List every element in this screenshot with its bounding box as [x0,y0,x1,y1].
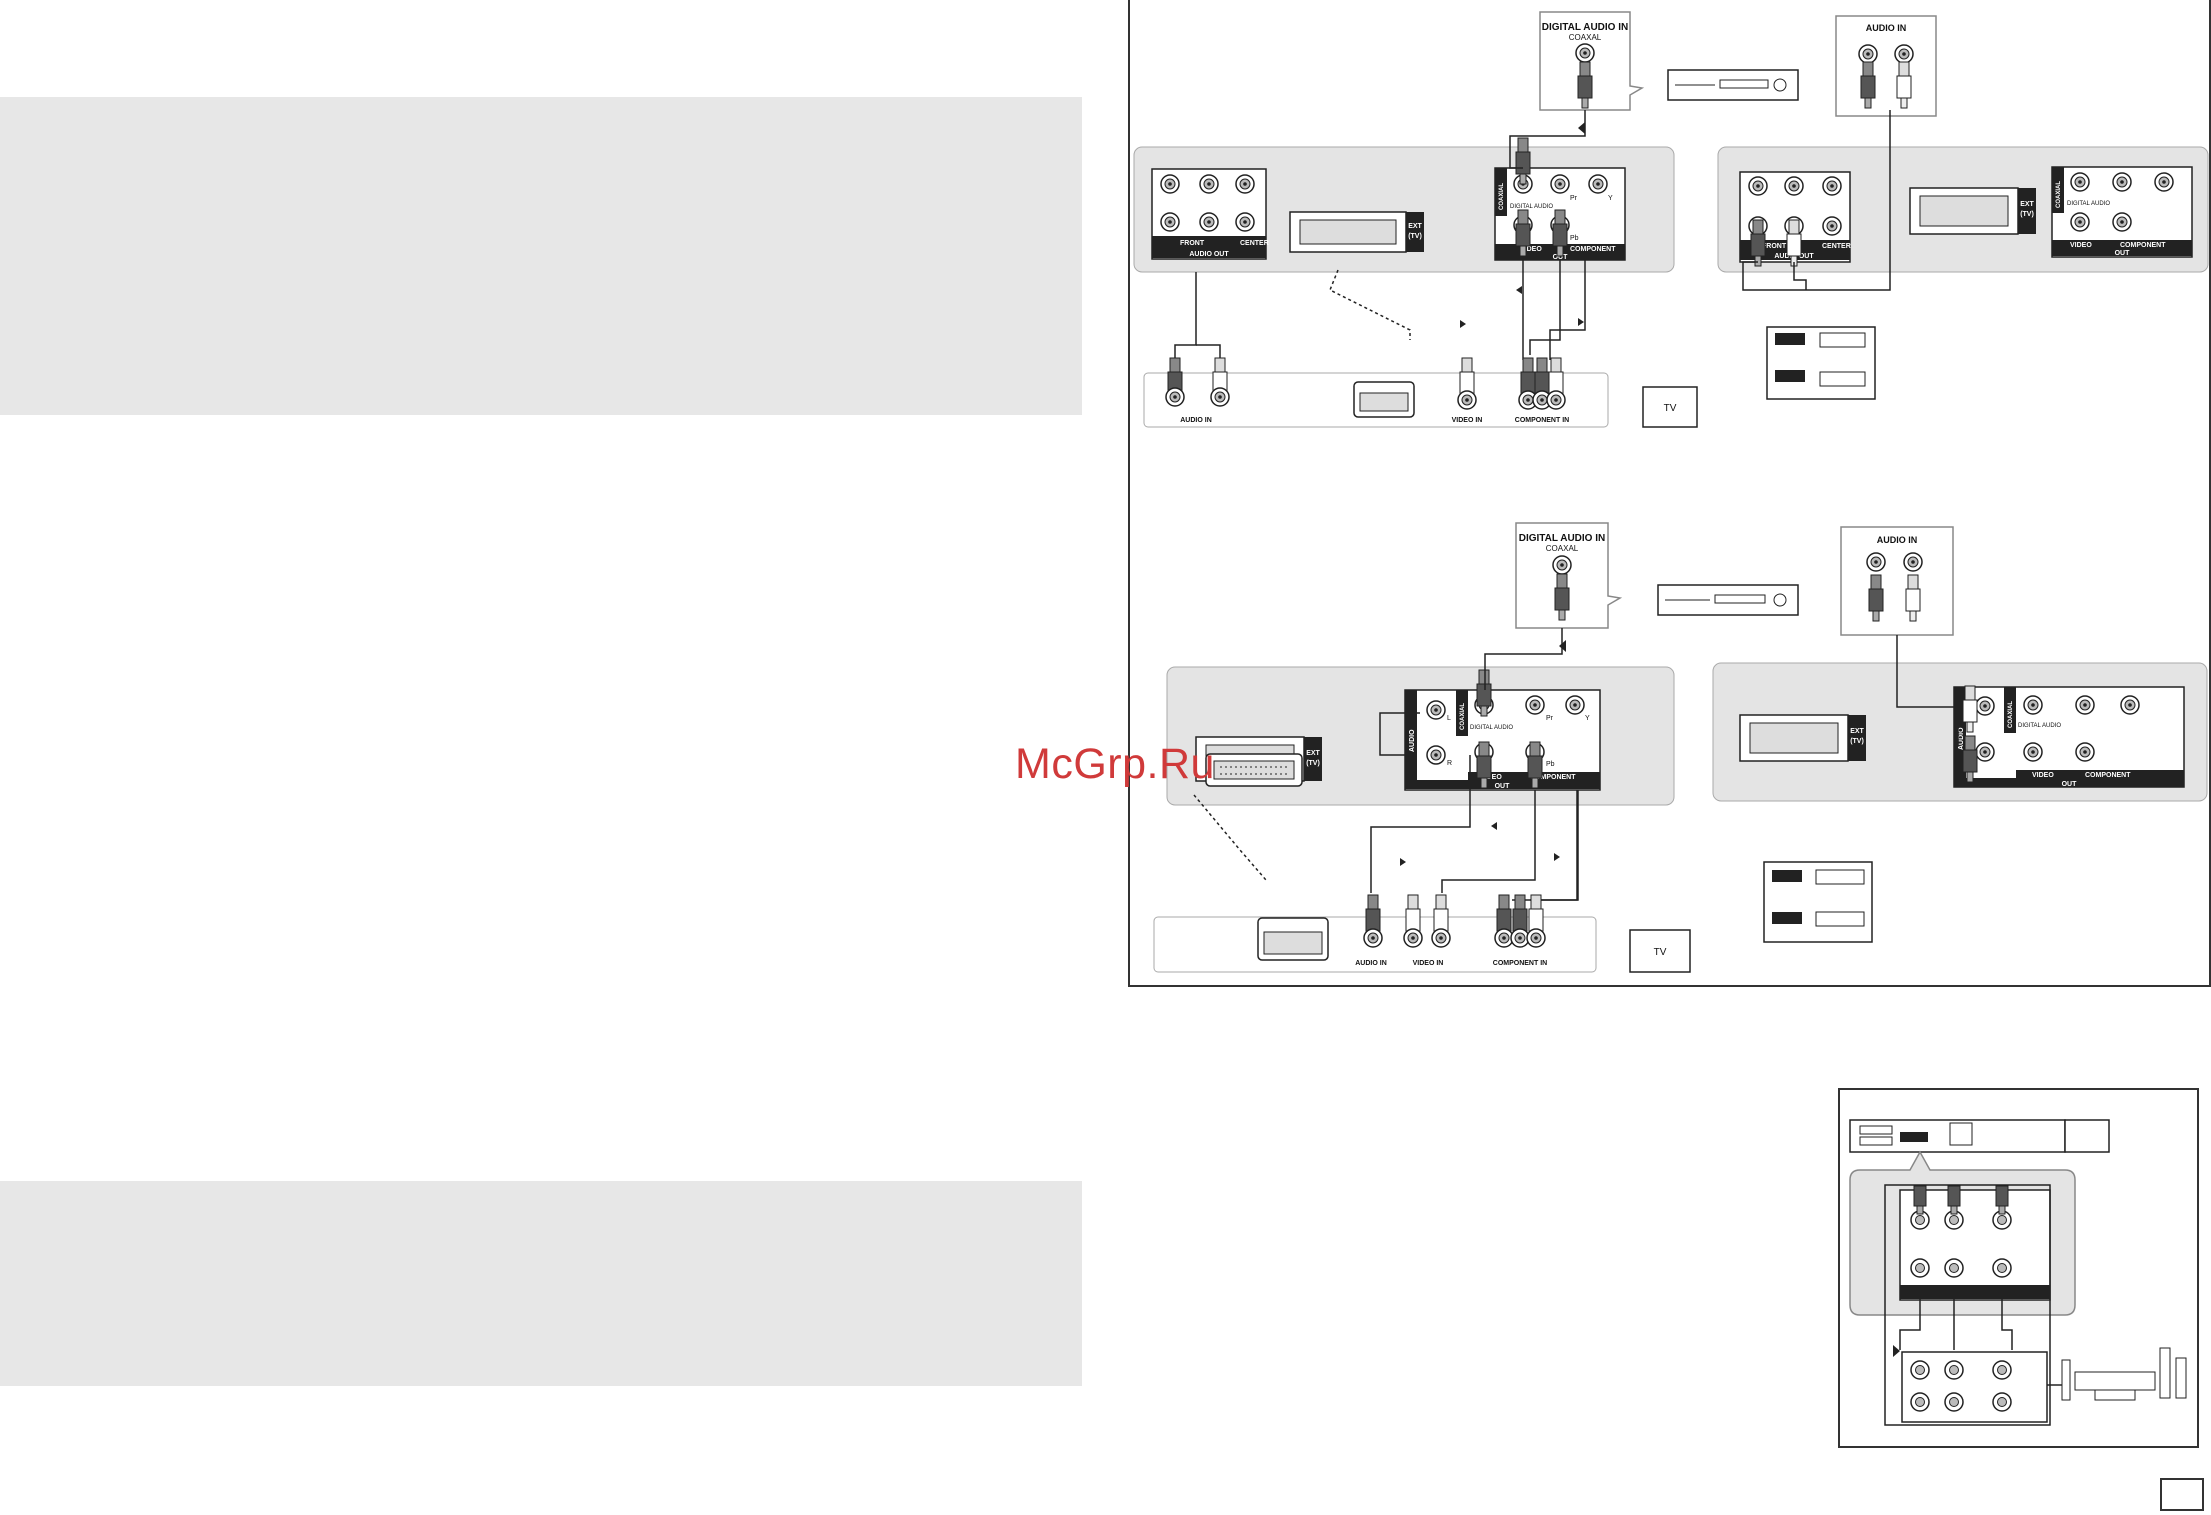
label-center: CENTER [1240,240,1269,247]
label-ext-bottom: EXT [1306,750,1320,757]
page-number-box [2160,1478,2204,1511]
label-coaxial: COAXAL [1569,33,1602,42]
arrow-icon [1554,853,1560,861]
label-ext: EXT [1408,223,1422,230]
label-pb-bottom: Pb [1546,761,1555,768]
label-audio-in-tv: AUDIO IN [1180,417,1212,424]
arrow-icon [1400,858,1406,866]
shaded-text-region-bottom [0,1181,1082,1386]
connection-diagram-frame: DIGITAL AUDIO IN COAXAL AUDIO IN FRONT C… [1128,0,2211,987]
label-tv-bottom: TV [1654,947,1667,958]
arrow-icon [1578,318,1584,326]
label-audio-in-amp: AUDIO IN [1866,23,1907,33]
dvd-rear-panel-bottom-right: EXT (TV) AUDIO COAXIAL DIGITAL AUDIO VID… [1712,662,2208,802]
tv-input-panel-top: AUDIO IN VIDEO IN COMPONENT IN [1143,357,1609,428]
label-digital-audio-bottom: DIGITAL AUDIO [1470,725,1513,731]
speaker-cables [1884,1184,2051,1426]
dvd-rear-panel-bottom-left: EXT (TV) AUDIO L R COAXIAL DIGITAL AUDIO… [1166,666,1675,806]
digital-audio-in-callout-top: DIGITAL AUDIO IN COAXAL [1539,11,1645,111]
label-video-in: VIDEO IN [1452,417,1483,424]
label-ext-right: EXT [2020,201,2034,208]
audio-in-callout-bottom: AUDIO IN [1840,526,1954,636]
label-digital-audio: DIGITAL AUDIO [1510,204,1553,210]
label-component: COMPONENT [1570,246,1616,253]
label-digital-audio-right: DIGITAL AUDIO [2067,201,2110,207]
label-component-bottom: COMPONENT [1530,774,1576,781]
label-component-right-bottom: COMPONENT [2085,772,2131,779]
label-video: VIDEO [1520,246,1542,253]
label-video-in-bottom: VIDEO IN [1413,960,1444,967]
digital-audio-in-callout-bottom: DIGITAL AUDIO IN COAXAL [1515,522,1623,629]
label-audio-in-amp-bottom: AUDIO IN [1877,535,1918,545]
arrow-icon [1516,286,1522,294]
amplifier-input-jacks [1901,1351,2048,1423]
label-component-in: COMPONENT IN [1515,417,1569,424]
arrow-icon [1491,822,1497,830]
label-digital-audio-right-bottom: DIGITAL AUDIO [2018,723,2061,729]
dvd-front-inset-top [1766,326,1876,400]
label-out-bottom: OUT [1495,783,1511,790]
amplifier-bottom [1657,584,1799,616]
label-ext-tv: (TV) [1408,233,1422,240]
audio-out-jacks [1899,1185,2051,1301]
label-coaxial-tab-bottom: COAXIAL [1460,703,1466,730]
tv-icon-bottom: TV [1629,929,1691,973]
label-out-right-bottom: OUT [2062,781,2078,788]
label-center-right: CENTER [1822,243,1851,250]
speaker-connection-diagram [1849,1119,2187,1426]
dvd-rear-panel-top-left: FRONT CENTER AUDIO OUT EXT (TV) COAXIAL … [1133,137,1675,273]
label-front-right: FRONT [1762,243,1787,250]
label-digital-audio-in-bottom: DIGITAL AUDIO IN [1519,533,1605,544]
label-out: OUT [1553,254,1569,261]
label-digital-audio-in: DIGITAL AUDIO IN [1542,22,1628,33]
speaker-connection-diagram-frame [1838,1088,2199,1448]
label-l-bottom: L [1447,715,1451,722]
label-coaxial-tab: COAXIAL [1499,183,1505,210]
home-theater-speakers-icon [2047,1347,2187,1401]
watermark: McGrp.Ru [1015,740,1215,788]
amplifier-top [1667,69,1799,101]
shaded-text-region-top [0,97,1082,415]
label-coaxial-bottom: COAXAL [1546,544,1579,553]
label-ext-right-bottom: EXT [1850,728,1864,735]
label-video-right: VIDEO [2070,242,2092,249]
label-coaxial-tab-right-bottom: COAXIAL [2008,701,2014,728]
tv-input-panel-bottom: AUDIO IN VIDEO IN COMPONENT IN [1153,894,1597,973]
label-pb: Pb [1570,235,1579,242]
label-pr: Pr [1570,195,1578,202]
connection-diagram: DIGITAL AUDIO IN COAXAL AUDIO IN FRONT C… [1133,11,2209,973]
label-component-right: COMPONENT [2120,242,2166,249]
label-ext-tv-right-bottom: (TV) [1850,738,1864,745]
dvd-front-inset-bottom [1763,861,1873,943]
label-pr-bottom: Pr [1546,715,1554,722]
arrow-icon [1460,320,1466,328]
audio-in-callout-top: AUDIO IN [1835,15,1937,117]
arrow-icon [1578,122,1585,134]
dvd-rear-panel-top-right: FRONT CENTER AUDIO OUT EXT (TV) COAXIAL … [1717,146,2209,273]
label-ext-tv-right: (TV) [2020,211,2034,218]
label-component-in-bottom: COMPONENT IN [1493,960,1547,967]
label-y: Y [1608,195,1613,202]
label-y-bottom: Y [1585,715,1590,722]
label-audio-right-bottom: AUDIO [1958,727,1965,750]
dvd-front-panel [1849,1119,2110,1153]
cables-top [1174,110,1891,360]
tv-icon-top: TV [1642,386,1698,428]
arrow-icon [1893,1345,1900,1357]
label-coaxial-tab-right: COAXIAL [2056,181,2062,208]
label-front: FRONT [1180,240,1205,247]
label-ext-tv-bottom: (TV) [1306,760,1320,767]
label-video-right-bottom: VIDEO [2032,772,2054,779]
label-out-right: OUT [2115,250,2131,257]
label-audio-bottom: AUDIO [1409,729,1416,752]
label-tv: TV [1664,403,1677,414]
label-audio-in-tv-bottom: AUDIO IN [1355,960,1387,967]
label-audio-out: AUDIO OUT [1189,251,1229,258]
label-r-bottom: R [1447,760,1452,767]
